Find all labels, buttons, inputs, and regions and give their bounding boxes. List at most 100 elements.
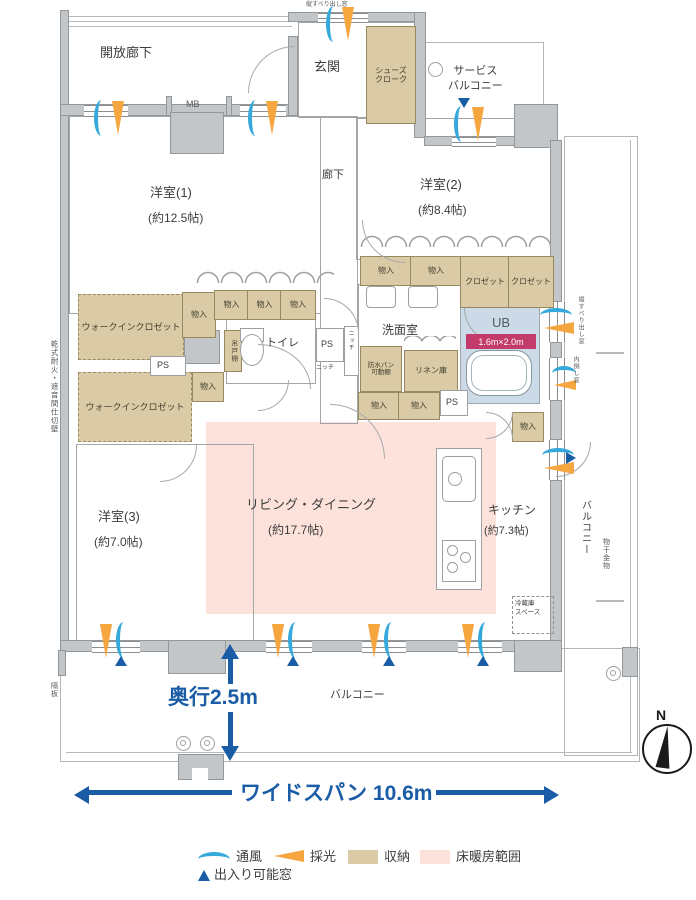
bedroom2-size: (約8.4帖): [418, 203, 467, 217]
bedroom1-size: (約12.5帖): [148, 211, 204, 225]
balcony-rail-line: [630, 140, 631, 752]
accessible-window-icon: [477, 656, 489, 666]
linen-label: リネン庫: [415, 366, 447, 376]
daylight-icon: [544, 322, 574, 334]
daylight-icon: [100, 624, 112, 658]
kitchen-drain: [448, 472, 462, 486]
ventilation-icon: [384, 622, 399, 658]
pipe-block: [622, 647, 638, 677]
daylight-icon: [368, 624, 380, 658]
storage-monoiri: 物入: [214, 290, 249, 320]
balcony-tick: [596, 600, 624, 602]
partition-wall-note: 乾式耐火・遮音間仕切壁: [50, 340, 60, 434]
closet-doors-arcs: [360, 232, 552, 247]
window-type-label: 内倒し窓: [572, 356, 579, 384]
fridge-space: [512, 596, 554, 634]
faucet-icon: [428, 62, 443, 77]
storage-monoiri: 物入: [358, 392, 400, 420]
wall: [550, 400, 562, 440]
accessible-window-icon: [458, 98, 470, 108]
depth-arrow-head: [221, 746, 239, 761]
span-arrow-head: [544, 786, 559, 804]
unit-bath-size-badge: 1.6m×2.0m: [466, 334, 536, 349]
monoiri-label: 物入: [256, 300, 273, 310]
monoiri-label: 物入: [371, 401, 387, 411]
storage-monoiri: 物入: [247, 290, 282, 320]
washer-pan: 防水パン 可動棚: [360, 346, 402, 392]
kitchen-label: キッチン: [488, 503, 537, 517]
entrance-label: 玄関: [314, 59, 341, 74]
daylight-icon: [272, 624, 284, 658]
legend-floor-heating-swatch: [420, 850, 450, 864]
ps-label: PS: [446, 397, 459, 407]
ventilation-icon: [454, 106, 469, 142]
railing-line: [60, 21, 292, 22]
accessible-window-icon: [383, 656, 395, 666]
linen-storage: リネン庫: [404, 350, 458, 392]
span-arrow-head: [74, 786, 89, 804]
drain-icon: [606, 666, 621, 681]
partition-board-label: 隔板: [50, 682, 58, 698]
window: [240, 105, 286, 117]
monoiri-label: 物入: [378, 266, 394, 276]
monoiri-label: 物入: [411, 401, 427, 411]
ps-box: [440, 390, 468, 416]
bedroom1-label: 洋室(1): [150, 185, 192, 200]
wall: [550, 342, 562, 358]
ventilation-icon: [248, 100, 263, 136]
closet-label: クロゼット: [511, 277, 551, 287]
balcony-right-label: バルコニー: [579, 500, 591, 555]
storage-monoiri: 物入: [182, 292, 216, 338]
toilet-label: トイレ: [266, 337, 299, 349]
monoiri-label: 物入: [200, 382, 216, 392]
legend-floor-heating-label: 床暖房範囲: [456, 849, 522, 864]
sink: [408, 286, 438, 308]
railing-line: [60, 16, 292, 17]
fridge-space-label: 冷蔵庫 スペース: [515, 600, 541, 616]
drain-icon: [200, 736, 215, 751]
monoiri-label: 物入: [520, 422, 536, 432]
depth-arrow-head: [221, 644, 239, 659]
ventilation-icon: [326, 6, 341, 42]
wall: [166, 96, 172, 116]
open-corridor-label: 開放廊下: [100, 45, 153, 60]
storage-closet: クロゼット: [508, 256, 554, 308]
niche-label: ニッチ: [316, 365, 335, 371]
daylight-icon: [544, 462, 574, 474]
accessible-window-icon: [115, 656, 127, 666]
bathtub-inner: [471, 355, 527, 391]
storage-monoiri: 物入: [192, 372, 224, 402]
storage-monoiri: 物入: [398, 392, 440, 420]
wall: [60, 10, 69, 652]
burner: [447, 562, 458, 573]
wall-pillar: [168, 640, 226, 674]
ventilation-icon: [552, 366, 576, 381]
laundry-hardware-label: 物干金物: [602, 538, 610, 570]
living-dining-label: リビング・ダイニング: [246, 497, 377, 512]
wall: [226, 96, 232, 116]
legend-accessible-window-icon: [198, 870, 210, 881]
walk-in-closet-1: ウォークインクロゼット: [78, 294, 184, 360]
wall-pillar: [514, 640, 562, 672]
storage-monoiri: 物入: [410, 256, 462, 286]
legend-daylight-label: 採光: [310, 849, 337, 864]
monoiri-label: 物入: [223, 300, 240, 310]
daylight-icon: [266, 101, 278, 135]
ventilation-icon: [478, 622, 493, 658]
washer-pan-label: 防水パン 可動棚: [367, 361, 395, 376]
window-type-label: 縦すべり出し窓: [306, 2, 348, 8]
closet-label: クロゼット: [465, 277, 505, 287]
monoiri-label: 物入: [428, 266, 444, 276]
shoes-closet-label: シューズ クローク: [375, 65, 407, 84]
daylight-icon: [342, 7, 354, 41]
daylight-icon: [554, 380, 576, 390]
railing-line: [60, 26, 292, 27]
ps-box: [150, 356, 186, 376]
ventilation-icon: [288, 622, 303, 658]
monoiri-label: 物入: [290, 300, 306, 310]
mb-label: MB: [186, 99, 200, 109]
storage-monoiri: 物入: [280, 290, 316, 320]
niche-label: ニッチ: [347, 330, 354, 351]
sleeve-notch: [192, 768, 208, 781]
